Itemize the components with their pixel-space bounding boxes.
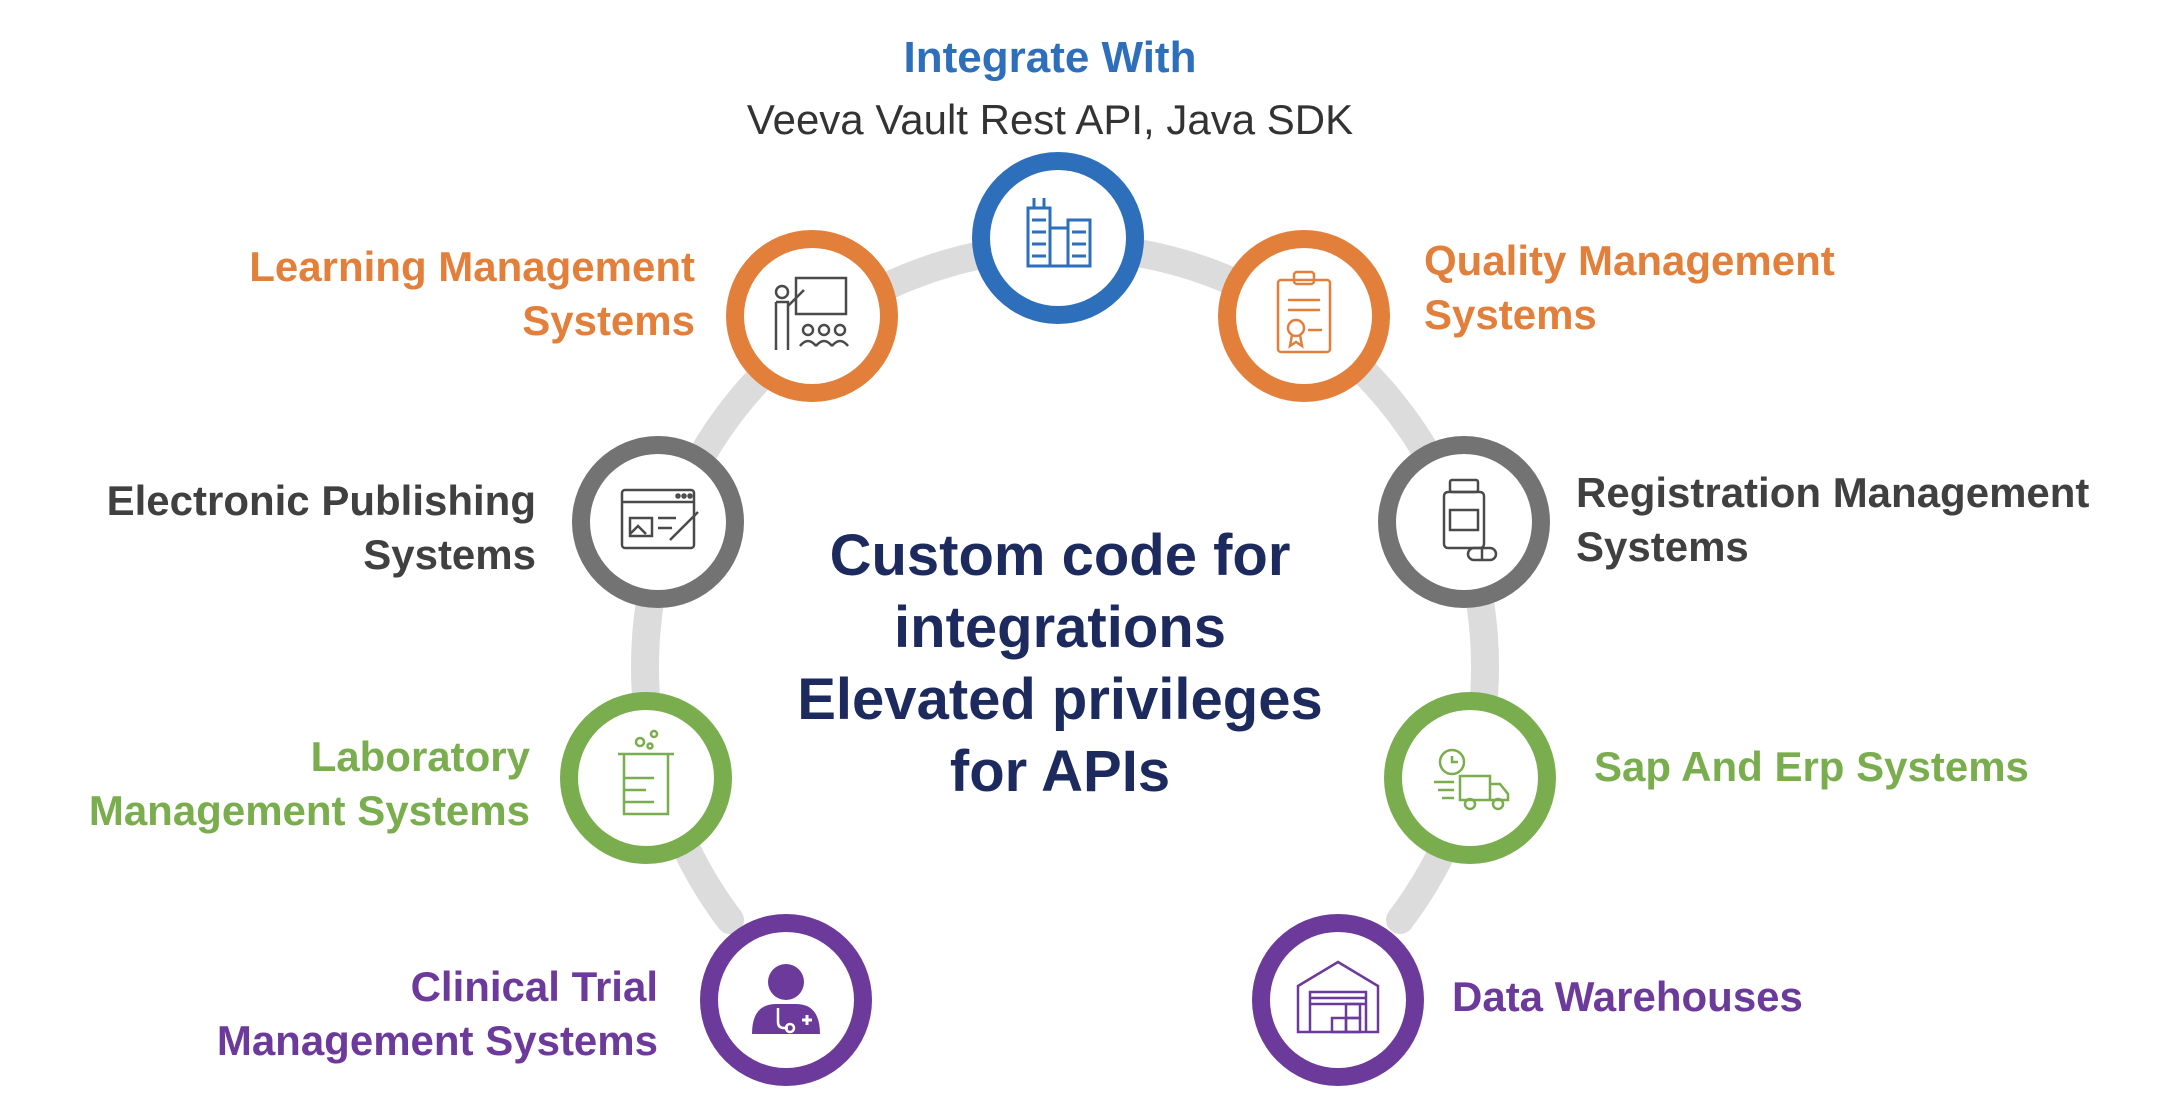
- label-line: Sap And Erp Systems: [1594, 743, 2029, 790]
- label-line: Management Systems: [88, 787, 530, 834]
- node-integrate: [972, 152, 1144, 324]
- node-learning: [726, 230, 898, 402]
- center-line: for APIs: [949, 739, 1171, 804]
- label-clinical: Clinical Trial Management Systems: [217, 960, 658, 1068]
- warehouse-icon: [1296, 960, 1380, 1034]
- integrate-with-title: Integrate With: [903, 33, 1197, 82]
- node-laboratory: [560, 692, 732, 864]
- browser-edit-icon: [620, 488, 699, 550]
- doctor-icon: [752, 964, 820, 1034]
- label-registration: Registration Management Systems: [1576, 466, 2089, 574]
- label-line: Laboratory: [310, 733, 530, 780]
- label-line: Systems: [1576, 523, 1749, 570]
- label-line: Systems: [363, 531, 536, 578]
- medicine-bottle-icon: [1442, 478, 1498, 562]
- label-learning: Learning Management Systems: [249, 240, 695, 348]
- center-caption: Custom code for integrations Elevated pr…: [760, 520, 1360, 808]
- label-line: Systems: [522, 297, 695, 344]
- node-registration: [1378, 436, 1550, 608]
- label-line: Systems: [1424, 291, 1597, 338]
- node-warehouse: [1252, 914, 1424, 1086]
- beaker-icon: [618, 729, 674, 816]
- label-laboratory: Laboratory Management Systems: [89, 730, 530, 838]
- center-line: Elevated privileges: [797, 667, 1323, 732]
- center-line: Custom code for: [829, 523, 1291, 588]
- label-line: Electronic Publishing: [106, 477, 536, 524]
- label-warehouse: Data Warehouses: [1452, 970, 1803, 1024]
- buildings-icon: [1026, 198, 1092, 268]
- label-line: Management Systems: [216, 1017, 658, 1064]
- delivery-truck-icon: [1434, 748, 1510, 811]
- label-sap: Sap And Erp Systems: [1594, 740, 2029, 794]
- node-sap: [1384, 692, 1556, 864]
- label-line: Learning Management: [249, 243, 695, 290]
- label-line: Data Warehouses: [1452, 973, 1803, 1020]
- label-quality: Quality Management Systems: [1424, 234, 1835, 342]
- label-line: Clinical Trial: [410, 963, 658, 1010]
- certificate-clipboard-icon: [1276, 270, 1332, 354]
- node-quality: [1218, 230, 1390, 402]
- label-line: Registration Management: [1576, 469, 2090, 516]
- label-line: Quality Management: [1424, 237, 1835, 284]
- label-publishing: Electronic Publishing Systems: [107, 474, 536, 582]
- presentation-icon: [774, 276, 849, 350]
- node-publishing: [572, 436, 744, 608]
- center-line: integrations: [894, 595, 1226, 660]
- integrate-with-subtitle: Veeva Vault Rest API, Java SDK: [746, 96, 1354, 143]
- node-clinical: [700, 914, 872, 1086]
